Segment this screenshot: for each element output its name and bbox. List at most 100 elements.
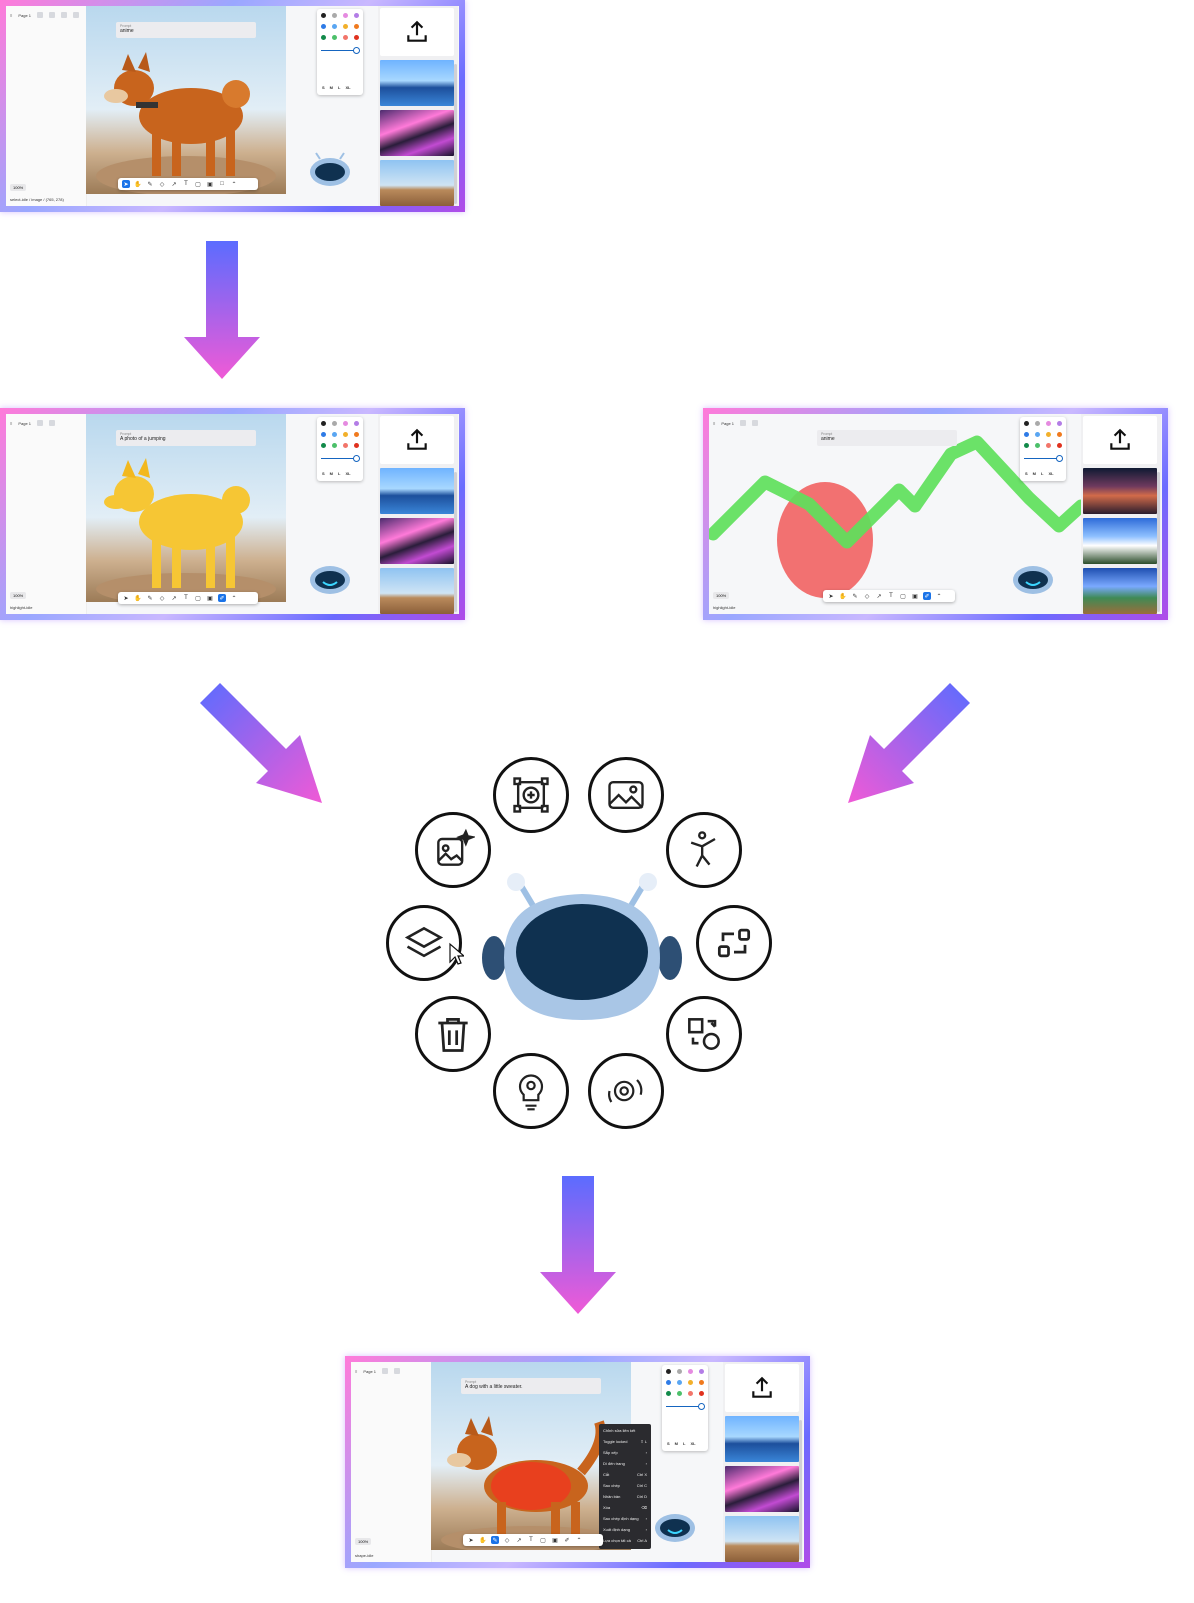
undo-icon[interactable] xyxy=(37,420,44,426)
color-yellow[interactable] xyxy=(343,432,348,437)
image-tool-icon[interactable]: ▣ xyxy=(552,1537,558,1544)
color-black[interactable] xyxy=(1024,421,1029,426)
gallery-thumb-3[interactable] xyxy=(380,160,454,206)
arrow-tool-icon[interactable]: ↗ xyxy=(171,595,177,602)
note-tool-icon[interactable]: ▢ xyxy=(900,593,906,600)
color-lightblue[interactable] xyxy=(332,432,337,437)
arrow-tool-icon[interactable]: ↗ xyxy=(516,1537,522,1544)
gallery-thumb-2[interactable] xyxy=(380,518,454,564)
robot-assistant-icon[interactable] xyxy=(651,1506,699,1544)
prompt-value[interactable]: anime xyxy=(120,28,134,34)
select-tool-icon[interactable]: ➤ xyxy=(122,180,130,188)
size-m[interactable]: M xyxy=(329,471,334,476)
page-name[interactable]: Page 1 xyxy=(18,12,32,18)
eraser-tool-icon[interactable]: ◇ xyxy=(504,1537,510,1544)
zoom-level[interactable]: 100% xyxy=(355,1538,372,1545)
color-green[interactable] xyxy=(321,443,326,448)
pose-button[interactable] xyxy=(666,812,742,888)
menu-icon[interactable]: ≡ xyxy=(10,12,13,18)
opacity-slider[interactable] xyxy=(1024,458,1060,459)
select-tool-icon[interactable]: ➤ xyxy=(123,595,129,602)
image-tool-icon[interactable]: ▣ xyxy=(207,181,213,188)
delete-button[interactable] xyxy=(415,996,491,1072)
hand-tool-icon[interactable]: ✋ xyxy=(134,595,142,602)
context-menu-item[interactable]: Toggle locked⇧ L xyxy=(599,1437,651,1448)
prompt-field[interactable]: Prompt anime xyxy=(817,430,957,446)
prompt-value[interactable]: A dog with a little sweater. xyxy=(465,1384,523,1390)
color-orange[interactable] xyxy=(354,432,359,437)
opacity-slider[interactable] xyxy=(666,1406,702,1407)
context-menu-item[interactable]: Di đến trang› xyxy=(599,1459,651,1470)
size-l[interactable]: L xyxy=(338,471,341,476)
opacity-knob[interactable] xyxy=(698,1403,705,1410)
size-s[interactable]: S xyxy=(322,471,325,476)
undo-icon[interactable] xyxy=(740,420,747,426)
text-tool-icon[interactable]: T xyxy=(184,595,188,601)
color-violet[interactable] xyxy=(354,13,359,18)
context-menu-item[interactable]: Chỉnh sửa liên kết xyxy=(599,1426,651,1437)
color-violet[interactable] xyxy=(354,421,359,426)
size-options[interactable]: S M L XL xyxy=(1025,471,1054,476)
text-tool-icon[interactable]: T xyxy=(184,181,188,187)
gallery-scrollbar[interactable] xyxy=(454,472,457,612)
idea-settings-button[interactable] xyxy=(588,1053,664,1129)
pen-tool-icon[interactable]: ✎ xyxy=(491,1536,499,1544)
color-blue[interactable] xyxy=(666,1380,671,1385)
delete-icon[interactable] xyxy=(61,12,68,18)
hand-tool-icon[interactable]: ✋ xyxy=(479,1537,487,1544)
page-name[interactable]: Page 1 xyxy=(363,1368,377,1374)
size-xl[interactable]: XL xyxy=(690,1441,696,1446)
gallery-thumb-3[interactable] xyxy=(380,568,454,614)
color-lightred[interactable] xyxy=(688,1391,693,1396)
eraser-tool-icon[interactable]: ◇ xyxy=(159,595,165,602)
layers-button[interactable] xyxy=(386,905,462,981)
menu-icon[interactable]: ≡ xyxy=(10,420,13,426)
ai-image-button[interactable] xyxy=(415,812,491,888)
gallery-thumb-1[interactable] xyxy=(1083,468,1157,514)
size-m[interactable]: M xyxy=(329,85,334,90)
convert-button[interactable] xyxy=(696,905,772,981)
color-violet[interactable] xyxy=(1057,421,1062,426)
gallery-thumb-3[interactable] xyxy=(1083,568,1157,614)
image-tool-icon[interactable]: ▣ xyxy=(912,593,918,600)
color-pink[interactable] xyxy=(343,421,348,426)
redo-icon[interactable] xyxy=(49,12,56,18)
size-m[interactable]: M xyxy=(1032,471,1037,476)
size-options[interactable]: S M L XL xyxy=(322,471,351,476)
prompt-value[interactable]: anime xyxy=(821,436,835,442)
color-blue[interactable] xyxy=(1024,432,1029,437)
arrow-tool-icon[interactable]: ↗ xyxy=(171,181,177,188)
shape-transform-button[interactable] xyxy=(666,996,742,1072)
zoom-level[interactable]: 100% xyxy=(10,184,27,191)
color-lightgreen[interactable] xyxy=(1035,443,1040,448)
robot-assistant-icon[interactable] xyxy=(306,558,354,596)
hand-tool-icon[interactable]: ✋ xyxy=(839,593,847,600)
size-options[interactable]: S M L XL xyxy=(322,85,351,90)
more-tools-icon[interactable]: ⌃ xyxy=(576,1537,582,1544)
color-black[interactable] xyxy=(666,1369,671,1374)
size-l[interactable]: L xyxy=(1041,471,1044,476)
pen-tool-icon[interactable]: ✎ xyxy=(147,595,153,602)
ai-enhance-button[interactable] xyxy=(493,757,569,833)
size-m[interactable]: M xyxy=(674,1441,679,1446)
color-lightred[interactable] xyxy=(1046,443,1051,448)
image-tool-icon[interactable]: ▣ xyxy=(207,595,213,602)
size-xl[interactable]: XL xyxy=(1048,471,1054,476)
more-tools-icon[interactable]: ⌃ xyxy=(936,593,942,600)
color-grey[interactable] xyxy=(332,421,337,426)
delete-icon[interactable] xyxy=(752,420,759,426)
color-red[interactable] xyxy=(1057,443,1062,448)
arrow-tool-icon[interactable]: ↗ xyxy=(876,593,882,600)
zoom-level[interactable]: 100% xyxy=(713,592,730,599)
color-red[interactable] xyxy=(354,443,359,448)
text-tool-icon[interactable]: T xyxy=(889,593,893,599)
prompt-field[interactable]: Prompt anime xyxy=(116,22,256,38)
upload-button[interactable] xyxy=(380,416,454,464)
gallery-thumb-1[interactable] xyxy=(380,468,454,514)
pen-tool-icon[interactable]: ✎ xyxy=(852,593,858,600)
note-tool-icon[interactable]: ▢ xyxy=(195,181,201,188)
size-s[interactable]: S xyxy=(1025,471,1028,476)
